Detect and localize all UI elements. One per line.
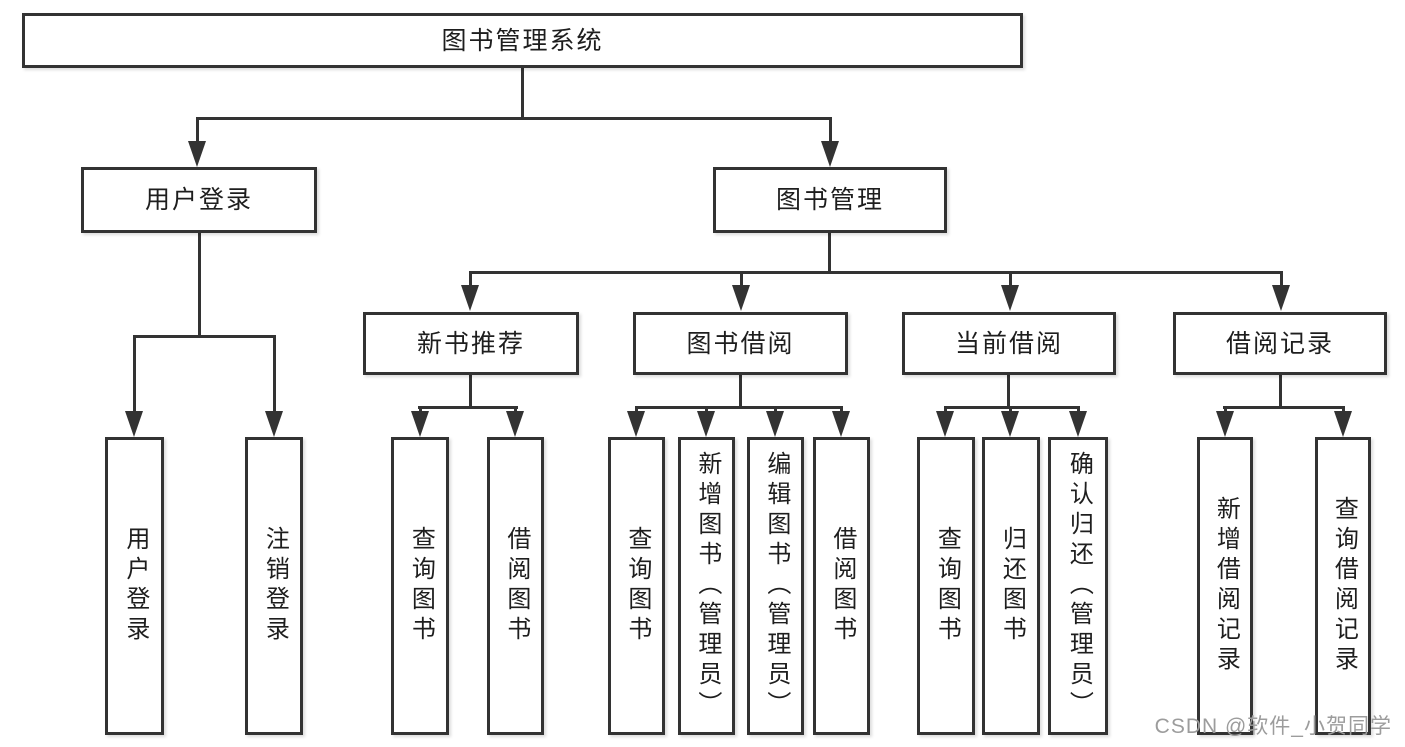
connector-line: [133, 335, 276, 338]
connector-line: [1224, 406, 1227, 414]
connector-line: [521, 68, 524, 119]
box-leaf-confirm-return-admin: 确认归还（管理员）: [1048, 437, 1108, 735]
connector-line: [133, 335, 136, 413]
arrow-down-icon: [125, 411, 143, 437]
connector-line: [419, 406, 422, 414]
box-book-management-group: 图书管理: [713, 167, 947, 233]
box-leaf-query-book-1: 查询图书: [391, 437, 449, 735]
connector-line: [469, 271, 472, 287]
connector-line: [469, 375, 472, 409]
connector-line: [739, 375, 742, 409]
connector-line: [774, 406, 777, 414]
box-book-borrowing: 图书借阅: [633, 312, 848, 375]
arrow-down-icon: [627, 411, 645, 437]
box-leaf-borrow-book-1: 借阅图书: [487, 437, 544, 735]
connector-line: [705, 406, 708, 414]
box-leaf-logout: 注销登录: [245, 437, 303, 735]
connector-line: [840, 406, 843, 414]
box-leaf-borrow-book-2: 借阅图书: [813, 437, 870, 735]
connector-line: [1009, 271, 1012, 287]
connector-line: [740, 271, 743, 287]
connector-line: [198, 233, 201, 337]
box-leaf-add-borrow-record: 新增借阅记录: [1197, 437, 1253, 735]
arrow-down-icon: [411, 411, 429, 437]
connector-line: [1342, 406, 1345, 414]
arrow-down-icon: [1001, 411, 1019, 437]
box-new-book-recommend: 新书推荐: [363, 312, 579, 375]
arrow-down-icon: [766, 411, 784, 437]
connector-line: [1223, 406, 1345, 409]
arrow-down-icon: [936, 411, 954, 437]
connector-line: [273, 335, 276, 413]
box-leaf-user-login: 用户登录: [105, 437, 164, 735]
connector-line: [196, 117, 199, 143]
connector-line: [944, 406, 947, 414]
arrow-down-icon: [697, 411, 715, 437]
connector-line: [1007, 375, 1010, 409]
arrow-down-icon: [1272, 285, 1290, 311]
connector-line: [1279, 375, 1282, 409]
connector-line: [514, 406, 517, 414]
connector-line: [829, 117, 832, 143]
box-borrowing-records: 借阅记录: [1173, 312, 1387, 375]
arrow-down-icon: [732, 285, 750, 311]
arrow-down-icon: [832, 411, 850, 437]
connector-line: [1280, 271, 1283, 287]
box-library-management-system: 图书管理系统: [22, 13, 1023, 68]
connector-line: [944, 406, 1080, 409]
connector-line: [1077, 406, 1080, 414]
connector-line: [418, 406, 518, 409]
connector-line: [635, 406, 843, 409]
connector-line: [196, 117, 832, 120]
arrow-down-icon: [821, 141, 839, 167]
watermark-text: CSDN @软件_小贺同学: [1154, 715, 1392, 738]
connector-line: [635, 406, 638, 414]
box-user-login-group: 用户登录: [81, 167, 317, 233]
arrow-down-icon: [506, 411, 524, 437]
box-current-borrowing: 当前借阅: [902, 312, 1116, 375]
box-leaf-edit-book-admin: 编辑图书（管理员）: [747, 437, 804, 735]
connector-line: [1009, 406, 1012, 414]
arrow-down-icon: [1069, 411, 1087, 437]
box-leaf-add-book-admin: 新增图书（管理员）: [678, 437, 735, 735]
connector-line: [828, 233, 831, 273]
arrow-down-icon: [265, 411, 283, 437]
arrow-down-icon: [1001, 285, 1019, 311]
box-leaf-return-book: 归还图书: [982, 437, 1040, 735]
arrow-down-icon: [1216, 411, 1234, 437]
box-leaf-query-borrow-record: 查询借阅记录: [1315, 437, 1371, 735]
arrow-down-icon: [461, 285, 479, 311]
box-leaf-query-book-3: 查询图书: [917, 437, 975, 735]
connector-line: [469, 271, 1283, 274]
box-leaf-query-book-2: 查询图书: [608, 437, 665, 735]
arrow-down-icon: [188, 141, 206, 167]
arrow-down-icon: [1334, 411, 1352, 437]
